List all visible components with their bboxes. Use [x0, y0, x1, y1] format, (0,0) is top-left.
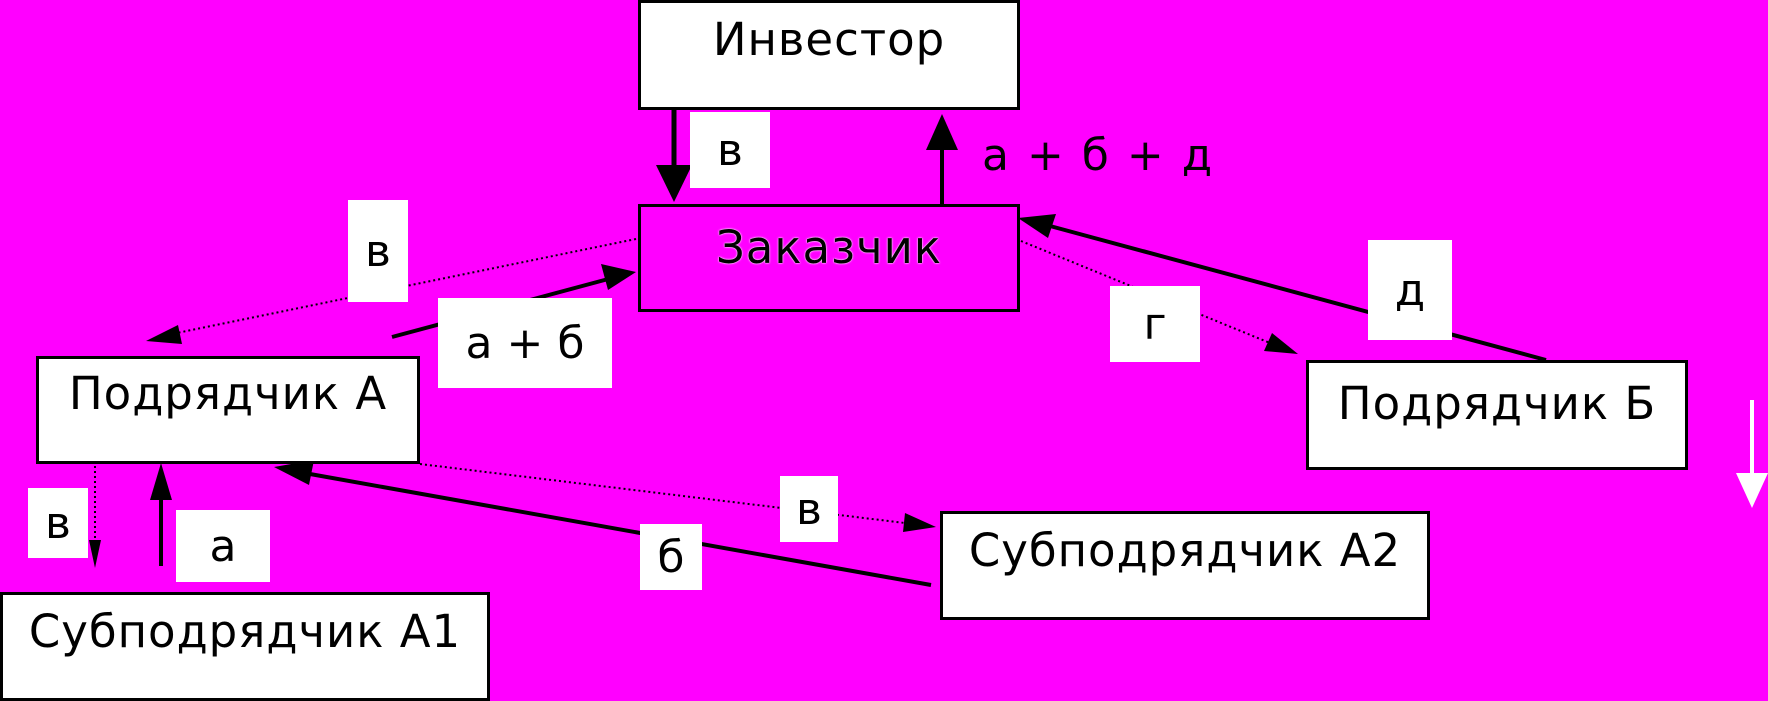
node-contractor-b: Подрядчик Б [1306, 360, 1688, 470]
arrowhead-customer-to-contractor-b [1264, 333, 1298, 354]
node-contractor-a: Подрядчик А [36, 356, 420, 464]
node-customer: Заказчик [638, 204, 1020, 312]
edge-label-sub-a2-to-contractor-a: б [640, 524, 702, 590]
down-arrow-icon [1736, 400, 1768, 508]
arrowhead-contractor-a-to-sub-a2 [903, 513, 936, 532]
arrowhead-investor-to-customer [656, 165, 692, 202]
node-customer-label: Заказчик [715, 221, 943, 274]
node-sub-a1-label: Субподрядчик А1 [28, 605, 462, 658]
node-investor: Инвестор [638, 0, 1020, 110]
edge-label-customer-to-contractor-b: г [1110, 286, 1200, 362]
arrowhead-sub-a1-to-contractor-a [150, 463, 172, 500]
arrowhead-contractor-a-to-sub-a1 [89, 540, 101, 568]
edge-label-customer-to-investor: а + б + д [982, 130, 1215, 181]
edge-label-contractor-b-to-customer: д [1368, 240, 1452, 340]
node-sub-a2: Субподрядчик А2 [940, 511, 1430, 620]
edge-label-customer-to-contractor-a: в [348, 200, 408, 302]
arrowhead-customer-to-investor [926, 114, 958, 150]
edge-label-investor-to-customer: в [690, 112, 770, 188]
arrowhead-sub-a2-to-contractor-a [274, 460, 314, 485]
edge-label-sub-a1-to-contractor-a: а [176, 510, 270, 582]
node-investor-label: Инвестор [712, 13, 946, 66]
arrowhead-contractor-a-to-customer [601, 264, 636, 290]
arrowhead-customer-to-contractor-a [146, 325, 182, 344]
edge-label-contractor-a-to-sub-a2: в [780, 476, 838, 542]
edge-label-contractor-a-to-customer: а + б [438, 298, 612, 388]
edge-label-contractor-a-to-sub-a1: в [28, 488, 88, 558]
arrow-contractor-a-to-sub-a2 [419, 463, 906, 524]
arrowhead-contractor-b-to-customer [1018, 214, 1056, 238]
node-contractor-b-label: Подрядчик Б [1337, 377, 1657, 430]
arrow-sub-a2-to-contractor-a [309, 472, 932, 587]
arrow-contractor-b-to-customer [1049, 224, 1547, 362]
node-sub-a1: Субподрядчик А1 [0, 592, 490, 701]
node-sub-a2-label: Субподрядчик А2 [968, 524, 1402, 577]
node-contractor-a-label: Подрядчик А [68, 367, 388, 420]
